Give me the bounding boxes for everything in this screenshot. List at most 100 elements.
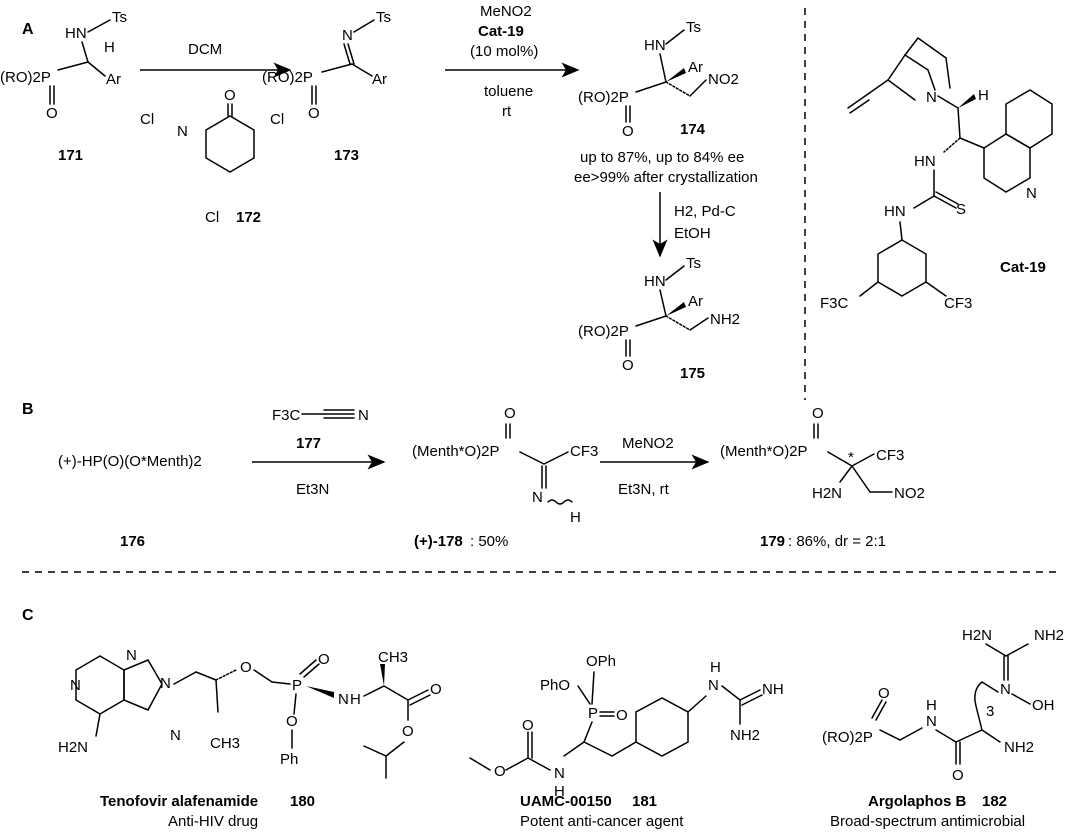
atom-label: N [1026, 185, 1037, 202]
atom-label: O [318, 651, 330, 668]
compound-id: 179 [760, 533, 785, 550]
result-yield-ee: up to 87%, up to 84% ee [580, 149, 744, 166]
atom-label: N [338, 691, 349, 708]
atom-label: Ts [112, 9, 127, 26]
atom-label: OH [1032, 697, 1055, 714]
atom-label: O [616, 707, 628, 724]
section-label-b: B [22, 401, 34, 418]
atom-label: (Menth*O)2P [720, 443, 808, 460]
atom-label: (RO)2P [822, 729, 873, 746]
compound-id: (+)-178 [414, 533, 463, 550]
atom-label: N [554, 765, 565, 782]
atom-label: Cl [205, 209, 219, 226]
atom-label: O [878, 685, 890, 702]
atom-label: S [956, 201, 966, 218]
compound-177: F3C N 177 [272, 407, 369, 452]
atom-label: N [342, 27, 353, 44]
atom-label: Ar [106, 71, 121, 88]
atom-label: (RO)2P [0, 69, 51, 86]
atom-label: H2N [962, 627, 992, 644]
atom-label: N [926, 89, 937, 106]
atom-label: H [926, 697, 937, 714]
compound-name: UAMC-00150 [520, 793, 612, 810]
atom-label: NH2 [710, 311, 740, 328]
atom-label: N [160, 675, 171, 692]
result-crystallization: ee>99% after crystallization [574, 169, 758, 186]
compound-id: 177 [296, 435, 321, 452]
compound-id: Cat-19 [1000, 259, 1046, 276]
atom-label: Ts [686, 19, 701, 36]
compound-172: N Cl Cl Cl O 172 [140, 87, 284, 226]
compound-id: 171 [58, 147, 83, 164]
arrow-reagent: MeNO2 [480, 3, 532, 20]
atom-label: N [70, 677, 81, 694]
stereocenter-mark: * [848, 449, 854, 466]
compound-description: Anti-HIV drug [168, 813, 258, 830]
compound-178: O (Menth*O)2P CF3 N H (+)-178 : 50% [412, 405, 598, 550]
atom-label: Ph [280, 751, 298, 768]
atom-label: Ar [688, 59, 703, 76]
atom-label: N [170, 727, 181, 744]
compound-id: 181 [632, 793, 657, 810]
atom-label: NH2 [1034, 627, 1064, 644]
atom-label: HN [644, 37, 666, 54]
atom-label: H [350, 691, 361, 708]
atom-label: H [710, 659, 721, 676]
arrow-solvent: EtOH [674, 225, 711, 242]
atom-label: F3C [272, 407, 301, 424]
compound-174: HN Ts Ar NO2 (RO)2P O 174 [578, 19, 739, 140]
atom-label: NH [762, 681, 784, 698]
atom-label: O [286, 713, 298, 730]
atom-label: O [812, 405, 824, 422]
compound-id: 172 [236, 209, 261, 226]
atom-label: CF3 [570, 443, 598, 460]
arrow-conditions: Et3N, rt [618, 481, 670, 498]
compound-yield: : 50% [470, 533, 508, 550]
arrow-solvent: toluene [484, 83, 533, 100]
compound-id: 180 [290, 793, 315, 810]
atom-label: HN [65, 25, 87, 42]
compound-description: Potent anti-cancer agent [520, 813, 684, 830]
atom-label: O [224, 87, 236, 104]
atom-label: Ar [372, 71, 387, 88]
atom-label: NO2 [708, 71, 739, 88]
arrow-temperature: rt [502, 103, 512, 120]
compound-id: 173 [334, 147, 359, 164]
atom-label: (RO)2P [578, 323, 629, 340]
arrow-reagent: DCM [188, 41, 222, 58]
atom-label: F3C [820, 295, 849, 312]
atom-label: Cl [270, 111, 284, 128]
atom-label: H [104, 39, 115, 56]
atom-label: NH2 [1004, 739, 1034, 756]
atom-label: O [522, 717, 534, 734]
atom-label: N [358, 407, 369, 424]
atom-label: PhO [540, 677, 570, 694]
section-label-a: A [22, 21, 34, 38]
compound-name: Argolaphos B [868, 793, 967, 810]
atom-label: N [532, 489, 543, 506]
section-label-c: C [22, 607, 34, 624]
atom-label: Cl [140, 111, 154, 128]
atom-label: N [1000, 681, 1011, 698]
atom-label: HN [644, 273, 666, 290]
atom-label: Ar [688, 293, 703, 310]
atom-label: O [308, 105, 320, 122]
atom-label: CH3 [378, 649, 408, 666]
atom-label: P [588, 705, 598, 722]
atom-label: H [570, 509, 581, 526]
compound-yield: : 86%, dr = 2:1 [788, 533, 886, 550]
compound-181: PhO OPh P O N H O O N H NH NH2 UAMC-0015… [469, 653, 784, 830]
atom-label: OPh [586, 653, 616, 670]
compound-175: HN Ts Ar NH2 (RO)2P O 175 [578, 255, 740, 382]
atom-label: N [708, 677, 719, 694]
compound-id: 176 [120, 533, 145, 550]
atom-label: O [494, 763, 506, 780]
atom-label: N [926, 713, 937, 730]
atom-label: N [126, 647, 137, 664]
compound-171: HN Ts H Ar (RO)2P O 171 [0, 9, 127, 164]
atom-label: O [46, 105, 58, 122]
atom-label: H2N [812, 485, 842, 502]
atom-label: N [177, 123, 188, 140]
atom-label: O [240, 659, 252, 676]
arrow-catalyst: Cat-19 [478, 23, 524, 40]
